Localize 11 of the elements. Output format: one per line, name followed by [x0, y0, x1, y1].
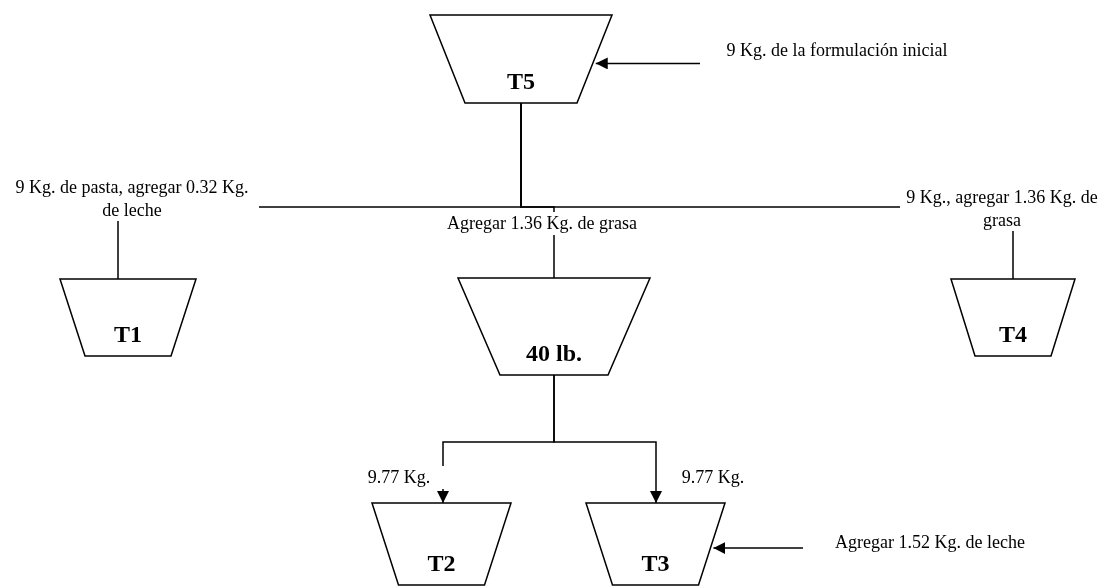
note-text: Agregar 1.52 Kg. de leche — [834, 532, 1026, 554]
arrow — [595, 57, 701, 70]
tank-label: T2 — [426, 550, 457, 577]
arrow — [712, 542, 804, 555]
tank-label: T1 — [113, 321, 143, 348]
note-text: 9 Kg. de la formulación inicial — [725, 40, 949, 62]
tank-label: T4 — [998, 321, 1028, 348]
arrow — [553, 374, 662, 504]
tank-label: 40 lb. — [525, 340, 583, 367]
tank-label: T5 — [506, 68, 536, 95]
tank-label: T3 — [640, 550, 671, 577]
